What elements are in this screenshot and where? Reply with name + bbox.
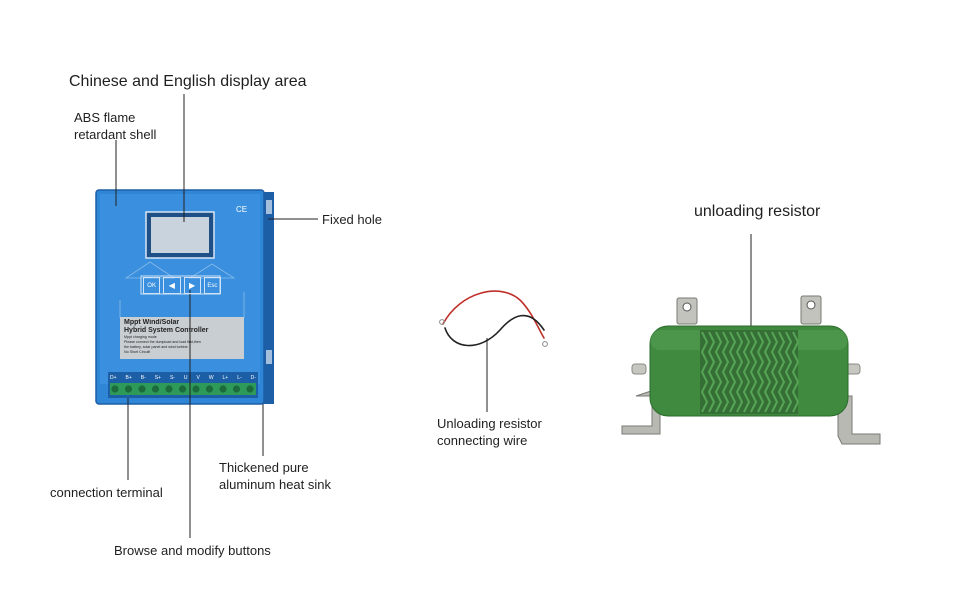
terminal-label: U (183, 375, 188, 381)
label-title-2: Hybrid System Controller (124, 327, 209, 334)
coil-turn (770, 331, 779, 413)
terminal-screw (111, 385, 119, 393)
terminal-screw (178, 385, 187, 393)
fixed-hole-slot (266, 200, 272, 214)
callout-fixed-hole: Fixed hole (322, 212, 382, 227)
callout-lines (115, 94, 752, 538)
terminal-screw (205, 385, 214, 393)
label-line: the battery, solar panel and wind turbin… (124, 345, 189, 349)
terminal-screw (232, 385, 241, 393)
terminal-label: D+ (110, 375, 117, 381)
terminal-screw (151, 385, 160, 393)
callout-resistor: unloading resistor (694, 203, 821, 220)
terminal-label: L- (237, 375, 242, 381)
coil-turn (714, 331, 723, 413)
ce-mark: CE (236, 205, 247, 214)
controller-device: CE (95, 189, 274, 405)
terminal-screw (192, 385, 200, 393)
panel-art (119, 261, 245, 318)
device-label-sticker (120, 317, 244, 359)
coil-turn (763, 331, 772, 413)
terminal-screw (124, 385, 133, 393)
coil-turn (728, 331, 737, 413)
terminal-screw (246, 385, 254, 393)
callout-buttons: Browse and modify buttons (114, 543, 271, 558)
terminal-label: S- (169, 375, 175, 381)
coil-turn (735, 331, 744, 413)
coil-turn (742, 331, 751, 413)
label-title-1: Mppt Wind/Solar (124, 319, 180, 326)
coil-turn (784, 331, 793, 413)
coil-turn (777, 331, 786, 413)
label-line: No Short Circuit! (124, 350, 151, 354)
coil-turn (721, 331, 730, 413)
prev-button[interactable]: ◀ (163, 277, 181, 294)
coil-turn (791, 331, 800, 413)
coil-turn (700, 331, 709, 413)
device-label-text: Mppt Wind/Solar Hybrid System Controller… (124, 319, 242, 359)
terminal-screw (219, 385, 227, 393)
terminal-label: V (196, 375, 200, 381)
terminal-label: S+ (154, 375, 161, 381)
terminal-labels: D+ B+ B- S+ S- U V W L+ L- D- (110, 375, 256, 383)
terminal-label: L+ (222, 375, 229, 381)
terminal-label: D- (250, 375, 256, 381)
terminal-label: B+ (125, 375, 132, 381)
ok-button[interactable]: OK (143, 277, 161, 294)
connecting-wire (439, 290, 548, 347)
esc-button[interactable]: Esc (203, 277, 221, 294)
label-line: Please connect the dumpload and load fir… (124, 340, 201, 344)
unloading-resistor (621, 295, 881, 445)
callout-heat-sink: Thickened pure aluminum heat sink (219, 460, 331, 492)
label-line: Mppt charging mode (124, 335, 157, 339)
coil-turn (756, 331, 765, 413)
terminal-screw (165, 385, 173, 393)
callout-wire: Unloading resistor connecting wire (437, 416, 542, 448)
coil-winding (700, 331, 800, 413)
callout-terminal: connection terminal (50, 485, 163, 500)
device-buttons: OK ◀ ▶ Esc (143, 277, 221, 294)
callout-display-area: Chinese and English display area (69, 73, 307, 90)
terminal-screw (138, 385, 146, 393)
coil-turn (707, 331, 716, 413)
terminal-screws (111, 385, 254, 393)
callout-shell: ABS flame retardant shell (74, 110, 157, 142)
terminal-label: B- (140, 375, 146, 381)
terminal-label: W (208, 375, 214, 381)
coil-turn (749, 331, 758, 413)
next-button[interactable]: ▶ (183, 277, 201, 294)
